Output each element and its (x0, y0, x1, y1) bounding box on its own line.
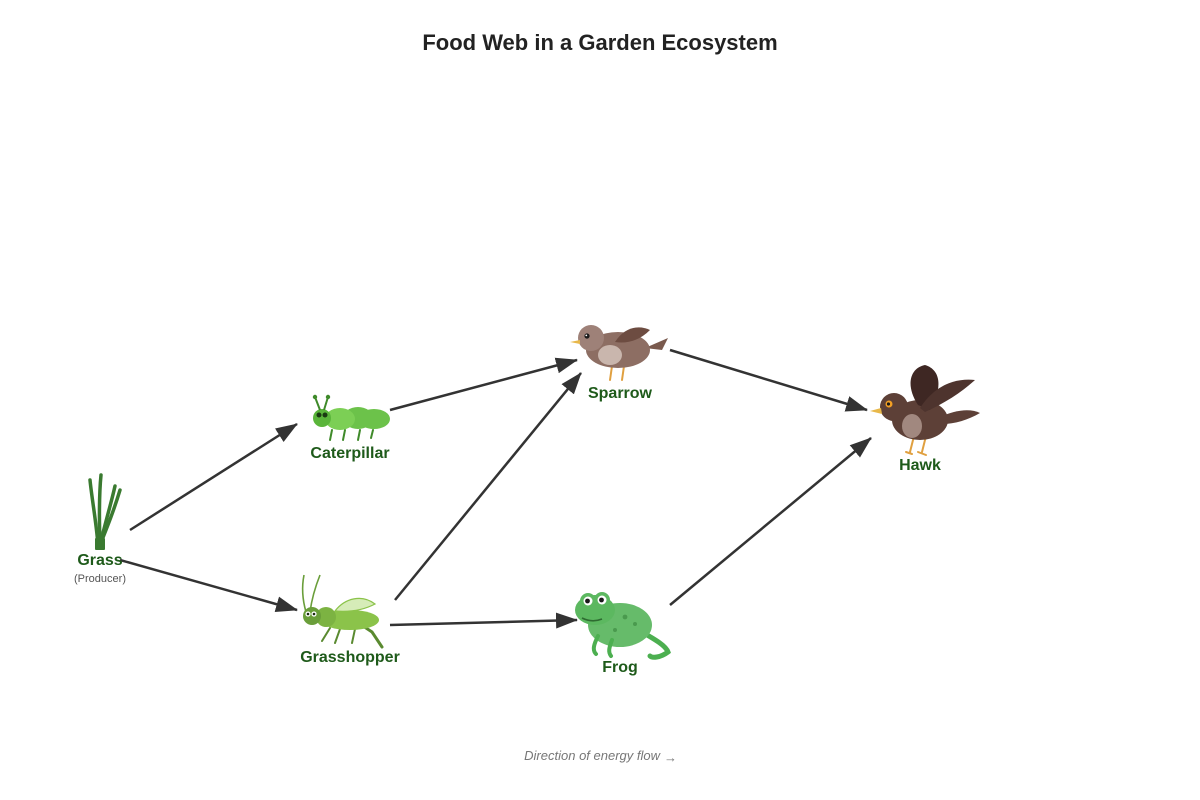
legend: Direction of energy flow → (524, 748, 677, 765)
energy-flow-arrows (119, 348, 872, 629)
page-title: Food Web in a Garden Ecosystem (422, 30, 777, 55)
hawk-label: Hawk (899, 457, 941, 474)
grass-label: Grass (77, 552, 122, 569)
organism-frog: Frog (575, 592, 671, 676)
organism-grass: Grass (Producer) (74, 473, 126, 585)
arrow-sparrow-hawk (669, 348, 868, 412)
grass-role-label: (Producer) (74, 573, 126, 585)
organism-hawk: Hawk (870, 365, 980, 474)
legend-arrow-icon: → (664, 750, 677, 765)
arrow-grass-caterpillar (129, 422, 298, 532)
caterpillar-icon (312, 394, 390, 441)
arrow-grass-grasshopper (119, 558, 298, 612)
arrow-frog-hawk (669, 437, 872, 606)
grass-icon (88, 473, 122, 550)
sparrow-icon (570, 325, 668, 381)
legend-text: Direction of energy flow (524, 748, 661, 763)
arrow-caterpillar-sparrow (389, 357, 578, 412)
arrow-grasshopper-frog (389, 612, 578, 629)
grasshopper-label: Grasshopper (300, 649, 400, 666)
hawk-icon (870, 365, 980, 456)
caterpillar-label: Caterpillar (310, 445, 389, 462)
frog-icon (575, 592, 671, 660)
organism-grasshopper: Grasshopper (300, 574, 400, 666)
organism-sparrow: Sparrow (570, 325, 668, 402)
grasshopper-icon (301, 574, 384, 649)
arrow-grasshopper-sparrow (394, 372, 582, 601)
organism-caterpillar: Caterpillar (310, 394, 390, 462)
frog-label: Frog (602, 659, 638, 676)
sparrow-label: Sparrow (588, 385, 653, 402)
